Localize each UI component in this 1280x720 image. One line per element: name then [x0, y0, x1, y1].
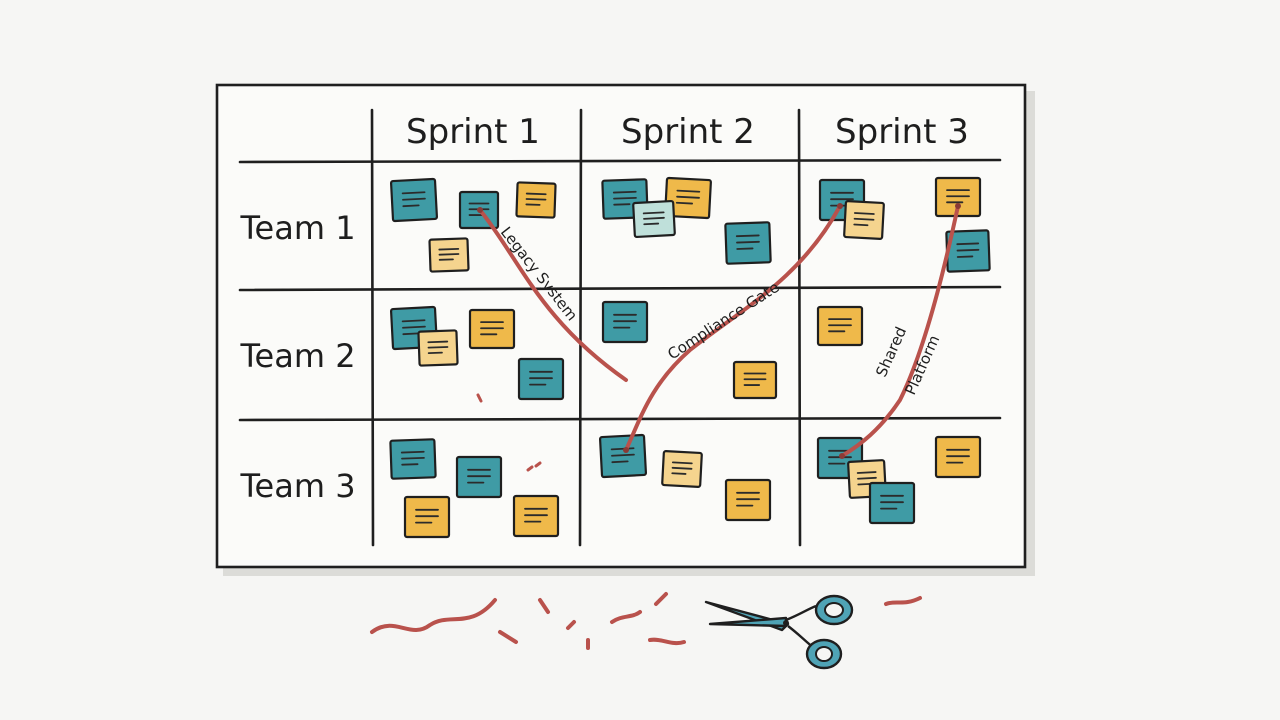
sticky-notes	[389, 176, 991, 539]
sticky-note	[517, 357, 565, 401]
sticky-note	[403, 495, 451, 539]
dependency-strings	[477, 203, 961, 459]
row-label-team-3: Team 3	[239, 467, 355, 505]
row-label-team-2: Team 2	[239, 337, 355, 375]
sticky-note	[732, 360, 778, 400]
sticky-note	[868, 481, 916, 525]
board-grid	[238, 108, 1002, 547]
sticky-note	[934, 176, 982, 218]
scissors-icon	[704, 594, 854, 670]
sticky-note	[661, 450, 703, 488]
sticky-note	[468, 308, 516, 350]
sticky-note	[455, 455, 503, 499]
sticky-note	[632, 199, 676, 239]
loose-string-bits	[476, 393, 542, 472]
sticky-note	[512, 494, 560, 538]
sticky-note	[601, 300, 649, 344]
sticky-note	[724, 221, 772, 265]
column-header-sprint-1: Sprint 1	[406, 112, 540, 152]
sticky-note	[389, 438, 437, 480]
row-label-team-1: Team 1	[239, 209, 355, 247]
sticky-note	[598, 433, 648, 479]
sticky-note	[515, 181, 557, 219]
sticky-note	[664, 176, 712, 220]
column-header-sprint-3: Sprint 3	[835, 112, 969, 152]
sticky-note	[816, 305, 864, 347]
dependency-string-compliance-gate	[624, 204, 842, 452]
sticky-note	[389, 177, 439, 223]
sticky-note	[417, 329, 459, 367]
dependency-string-shared-platform	[840, 204, 960, 458]
dependency-string-legacy-system	[478, 208, 628, 382]
column-header-sprint-2: Sprint 2	[621, 112, 755, 152]
sticky-note	[428, 237, 470, 273]
sticky-note	[934, 435, 982, 479]
cut-string-pieces	[370, 592, 922, 650]
sticky-note	[724, 478, 772, 522]
sticky-note	[843, 200, 885, 240]
